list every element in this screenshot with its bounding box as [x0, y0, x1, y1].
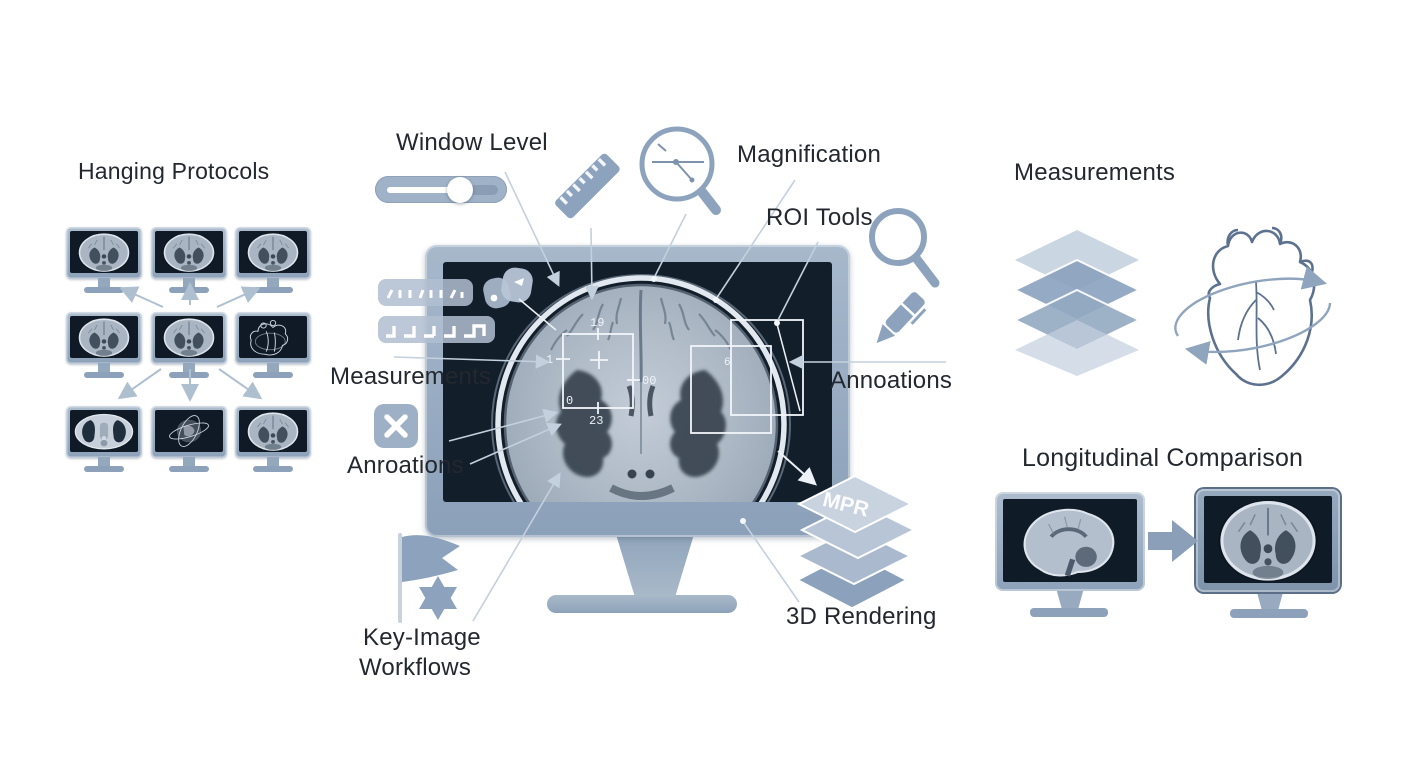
mini-monitor — [151, 227, 227, 293]
mini-monitor — [235, 227, 311, 293]
brain-axial-thumbnail — [155, 316, 223, 358]
flag-and-star-icon — [398, 533, 460, 623]
marker-blob-icon — [483, 267, 533, 309]
slider-active-track — [387, 186, 451, 193]
orbit-3d-thumbnail — [155, 410, 223, 452]
mini-monitor-hub — [151, 312, 227, 378]
brain-axial-thumbnail — [155, 231, 223, 273]
monitor-stand-neck — [616, 536, 694, 598]
heart-3d-thumbnail — [239, 316, 307, 358]
magnification-label: Magnification — [737, 141, 882, 168]
ruler-icon — [555, 153, 620, 219]
roi-tools-label: ROI Tools — [766, 204, 873, 231]
x-icon — [374, 404, 418, 448]
mini-monitor — [151, 406, 227, 472]
key-image-label-line2: Workflows — [359, 654, 472, 681]
ruler-toolbar-icon — [378, 279, 473, 306]
window-level-slider — [375, 176, 507, 203]
chest-ct-thumbnail — [70, 410, 138, 452]
brain-axial-thumbnail — [239, 231, 307, 273]
monitor-stand-neck — [1256, 590, 1284, 611]
comparison-monitor-before — [995, 492, 1145, 591]
measurements-left-label: Measurements — [330, 363, 492, 390]
scale-toolbar-icon — [378, 316, 495, 343]
measurements-right-title: Measurements — [1014, 159, 1176, 186]
roi-value-right: 00 — [642, 374, 656, 388]
measurement-layer-stack-icon — [1012, 230, 1142, 376]
monitor-stand-neck — [1056, 589, 1084, 610]
roi-value-top: 19 — [590, 316, 604, 330]
brain-axial-thumbnail — [70, 316, 138, 358]
monitor-stand-base — [1030, 608, 1108, 617]
mini-monitor — [235, 312, 311, 378]
roi-box-left — [556, 328, 640, 414]
roi-value-inside: 0 — [566, 394, 573, 408]
brain-axial-scan-small — [1204, 496, 1332, 583]
monitor-stand-base — [1230, 609, 1308, 618]
hanging-protocols-title: Hanging Protocols — [78, 158, 270, 184]
comparison-arrow — [1148, 520, 1198, 562]
pen-icon — [876, 292, 927, 344]
roi-value-right-box: 6 — [724, 357, 731, 369]
annotations-label: Annoations — [830, 367, 953, 394]
mini-monitor — [66, 312, 142, 378]
heart-rotation-icon — [1206, 226, 1316, 387]
brain-axial-thumbnail — [239, 410, 307, 452]
mini-monitor — [235, 406, 311, 472]
rendering-3d-label: 3D Rendering — [786, 603, 937, 630]
magnifier-crosshair-icon — [639, 126, 721, 215]
comparison-monitor-after — [1196, 489, 1340, 592]
monitor-stand-base — [547, 595, 737, 613]
anroations-label: Anroations — [347, 452, 464, 479]
roi-value-left: 1 — [546, 353, 553, 367]
brain-axial-thumbnail — [70, 231, 138, 273]
roi-value-bottom: 23 — [589, 414, 603, 428]
slider-inactive-track — [470, 184, 498, 195]
brain-sagittal-scan — [1003, 499, 1137, 582]
magnifier-icon — [869, 208, 940, 288]
window-level-label: Window Level — [396, 129, 548, 156]
slider-knob — [447, 176, 473, 203]
key-image-label-line1: Key-Image — [363, 624, 481, 651]
mini-monitor — [66, 406, 142, 472]
longitudinal-title: Longitudinal Comparison — [1022, 444, 1304, 472]
mpr-layer-stack-icon: MPR — [795, 474, 917, 609]
mini-monitor — [66, 227, 142, 293]
